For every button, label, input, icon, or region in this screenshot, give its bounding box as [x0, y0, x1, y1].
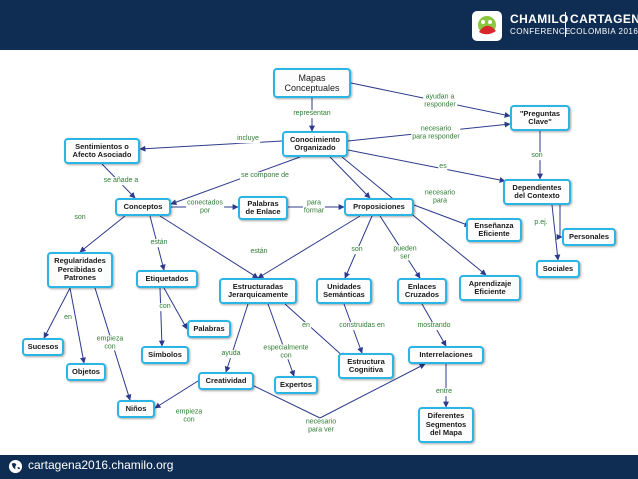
- node-enlaces-cruzados: Enlaces Cruzados: [397, 278, 447, 304]
- edge-regularidades-objetos: [69, 287, 86, 364]
- edge-estructuradas-creatividad: [224, 303, 249, 373]
- edge-estructuradas-estructura: [284, 303, 346, 359]
- link-label-estan-etiquetados: están: [149, 239, 169, 247]
- link-label-son-dependientes: son: [530, 152, 544, 160]
- node-expertos: Expertos: [274, 376, 318, 394]
- node-interrelaciones: Interrelaciones: [408, 346, 484, 364]
- node-sucesos: Sucesos: [22, 338, 64, 356]
- edge-etiquetados-simbolos: [158, 287, 165, 347]
- link-label-en-estructura: en: [301, 322, 311, 330]
- link-label-necesario-para-responder: necesario para responder: [411, 125, 461, 141]
- node-estructuradas: Estructuradas Jerarquicamente: [219, 278, 297, 304]
- edge-proposiciones-estructuradas: [257, 215, 361, 279]
- link-label-en-sucesos: en: [63, 314, 73, 322]
- node-sociales: Sociales: [536, 260, 580, 278]
- node-etiquetados: Etiquetados: [136, 270, 198, 288]
- node-sentimientos: Sentimientos o Afecto Asociado: [64, 138, 140, 164]
- node-estructura-cognitiva: Estructura Cognitiva: [338, 353, 394, 379]
- edge-etiquetados-palabras: [163, 287, 188, 330]
- node-palabras-enlace: Palabras de Enlace: [238, 196, 288, 220]
- brand-name: CHAMILO: [510, 12, 569, 26]
- link-label-empieza-con-ninos: empieza con: [174, 408, 204, 424]
- link-label-se-anade-a: se añade a: [102, 177, 140, 185]
- link-label-estan-estructuradas: están: [249, 248, 269, 256]
- node-ensenanza-eficiente: Enseñanza Eficiente: [466, 218, 522, 242]
- brand-subtitle-right: COLOMBIA 2016: [570, 27, 638, 36]
- link-label-necesario-para: necesario para: [423, 189, 457, 205]
- link-label-son-regularidades: son: [73, 214, 87, 222]
- link-label-ayudan-a-responder: ayudan a responder: [423, 93, 457, 109]
- node-proposiciones: Proposiciones: [344, 198, 414, 216]
- link-label-son-unidades: son: [350, 246, 364, 254]
- globe-icon: [8, 459, 23, 474]
- link-label-especialmente-con: especialmente con: [262, 344, 310, 360]
- edge-conocimiento-aprendizaje: [341, 156, 487, 276]
- link-label-para-formar: para formar: [302, 199, 326, 215]
- node-preguntas-clave: "Preguntas Clave": [510, 105, 570, 131]
- link-label-es: es: [438, 163, 448, 171]
- edge-estructuradas-expertos: [267, 303, 295, 377]
- node-simbolos: Símbolos: [141, 346, 189, 364]
- chamilo-logo-icon: [472, 11, 502, 41]
- edge-regularidades-sucesos: [43, 287, 71, 339]
- node-conceptos: Conceptos: [115, 198, 171, 216]
- link-label-ayuda: ayuda: [220, 350, 242, 358]
- link-label-necesario-para-ver: necesario para ver: [304, 418, 338, 434]
- node-conocimiento-organizado: Conocimiento Organizado: [282, 131, 348, 157]
- edge-creatividad-necesario: [253, 385, 321, 419]
- edge-conocimiento-conceptos: [170, 156, 301, 205]
- link-label-pej: p.ej.: [533, 219, 549, 227]
- edge-necesario-interrelaciones: [319, 363, 426, 419]
- link-label-incluye: incluye: [236, 135, 260, 143]
- node-mapas-conceptuales: Mapas Conceptuales: [273, 68, 351, 98]
- edge-conocimiento-proposiciones: [329, 156, 371, 199]
- node-ninos: Niños: [117, 400, 155, 418]
- footer-bar: [0, 455, 638, 479]
- node-personales: Personales: [562, 228, 616, 246]
- brand-separator: [565, 12, 566, 37]
- node-regularidades: Regularidades Percibidas o Patrones: [47, 252, 113, 288]
- link-label-representan: representan: [292, 110, 332, 118]
- edge-creatividad-ninos: [154, 380, 199, 409]
- node-aprendizaje-eficiente: Aprendizaje Eficiente: [459, 275, 521, 301]
- link-label-construidas-en: construidas en: [338, 322, 386, 330]
- edge-conceptos-estructuradas: [159, 215, 259, 279]
- edge-conocimiento-sentimientos: [139, 140, 283, 152]
- brand-city: CARTAGENA: [570, 12, 638, 26]
- link-label-entre: entre: [435, 388, 453, 396]
- edge-conceptos-regularidades: [79, 215, 126, 253]
- link-label-empieza-con-objetos: empieza con: [95, 335, 125, 351]
- link-label-conectados-por: conectados por: [186, 199, 224, 215]
- node-diferentes-segmentos: Diferentes Segmentos del Mapa: [418, 407, 474, 443]
- edge-dependientes-sociales: [551, 204, 561, 261]
- node-unidades-semanticas: Unidades Semánticas: [316, 278, 372, 304]
- node-palabras: Palabras: [187, 320, 231, 338]
- node-creatividad: Creatividad: [198, 372, 254, 390]
- header-bar: [0, 0, 638, 50]
- node-objetos: Objetos: [66, 363, 106, 381]
- node-dependientes-contexto: Dependientes del Contexto: [503, 179, 571, 205]
- link-label-pueden-ser: pueden ser: [392, 245, 418, 261]
- link-label-mostrando: mostrando: [416, 322, 452, 330]
- brand-subtitle-left: CONFERENCE: [510, 27, 572, 36]
- edge-conocimiento-dependientes: [347, 149, 506, 183]
- concept-map: Mapas Conceptuales "Preguntas Clave" Con…: [0, 50, 638, 455]
- link-label-con-palabras: con: [158, 303, 172, 311]
- footer-url[interactable]: cartagena2016.chamilo.org: [28, 458, 174, 472]
- edge-proposiciones-ensenanza: [413, 204, 471, 227]
- link-label-se-compone-de: se compone de: [240, 172, 290, 180]
